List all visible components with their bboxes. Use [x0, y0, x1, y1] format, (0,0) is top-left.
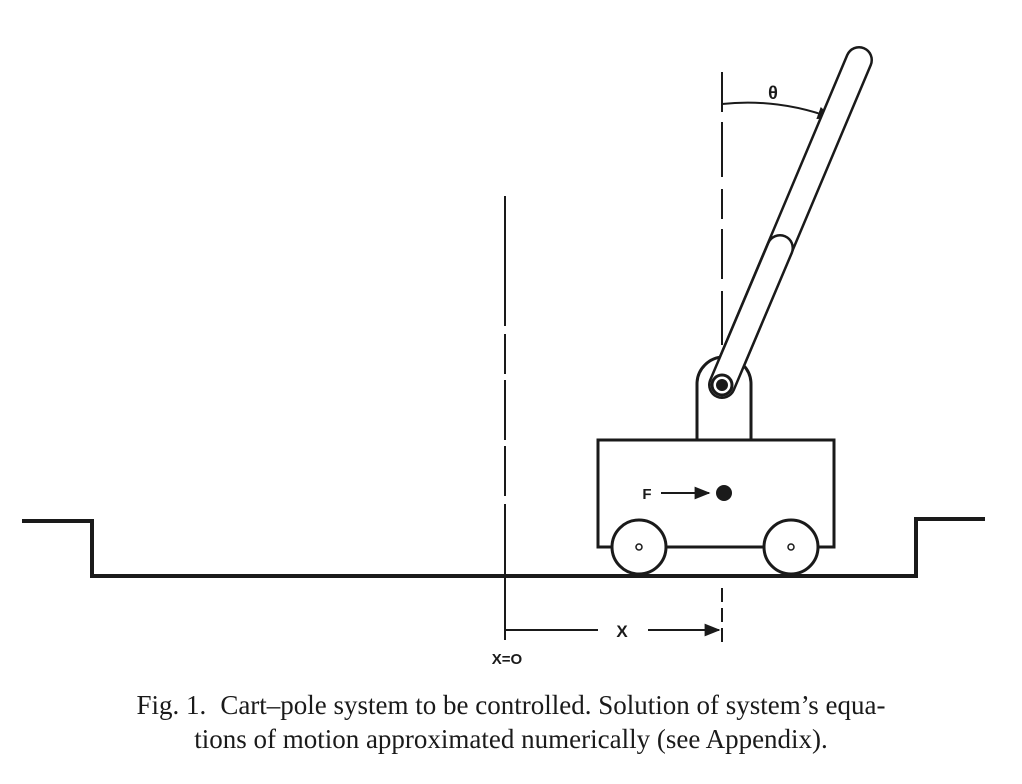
track-line	[22, 517, 985, 578]
pole-lower-fill	[710, 236, 792, 397]
force-label: F	[642, 486, 651, 503]
caption-line-2: tions of motion approximated numerically…	[0, 722, 1022, 756]
figure-caption: Fig. 1. Cart–pole system to be controlled…	[0, 688, 1022, 756]
position-label: X	[616, 622, 628, 641]
caption-figure-number: Fig. 1.	[136, 690, 207, 720]
origin-label: X=O	[492, 651, 523, 668]
theta-label: θ	[768, 83, 778, 103]
theta-angle-arc	[721, 101, 834, 120]
cart-center-of-mass	[716, 485, 732, 501]
caption-line-1: Fig. 1. Cart–pole system to be controlled…	[0, 688, 1022, 722]
right-wheel-hub	[787, 543, 795, 551]
caption-text-1: Cart–pole system to be controlled. Solut…	[220, 690, 886, 720]
left-wheel-hub	[635, 543, 643, 551]
caption-text-2: tions of motion approximated numerically…	[194, 724, 828, 754]
pivot-joint-inner	[716, 379, 728, 391]
